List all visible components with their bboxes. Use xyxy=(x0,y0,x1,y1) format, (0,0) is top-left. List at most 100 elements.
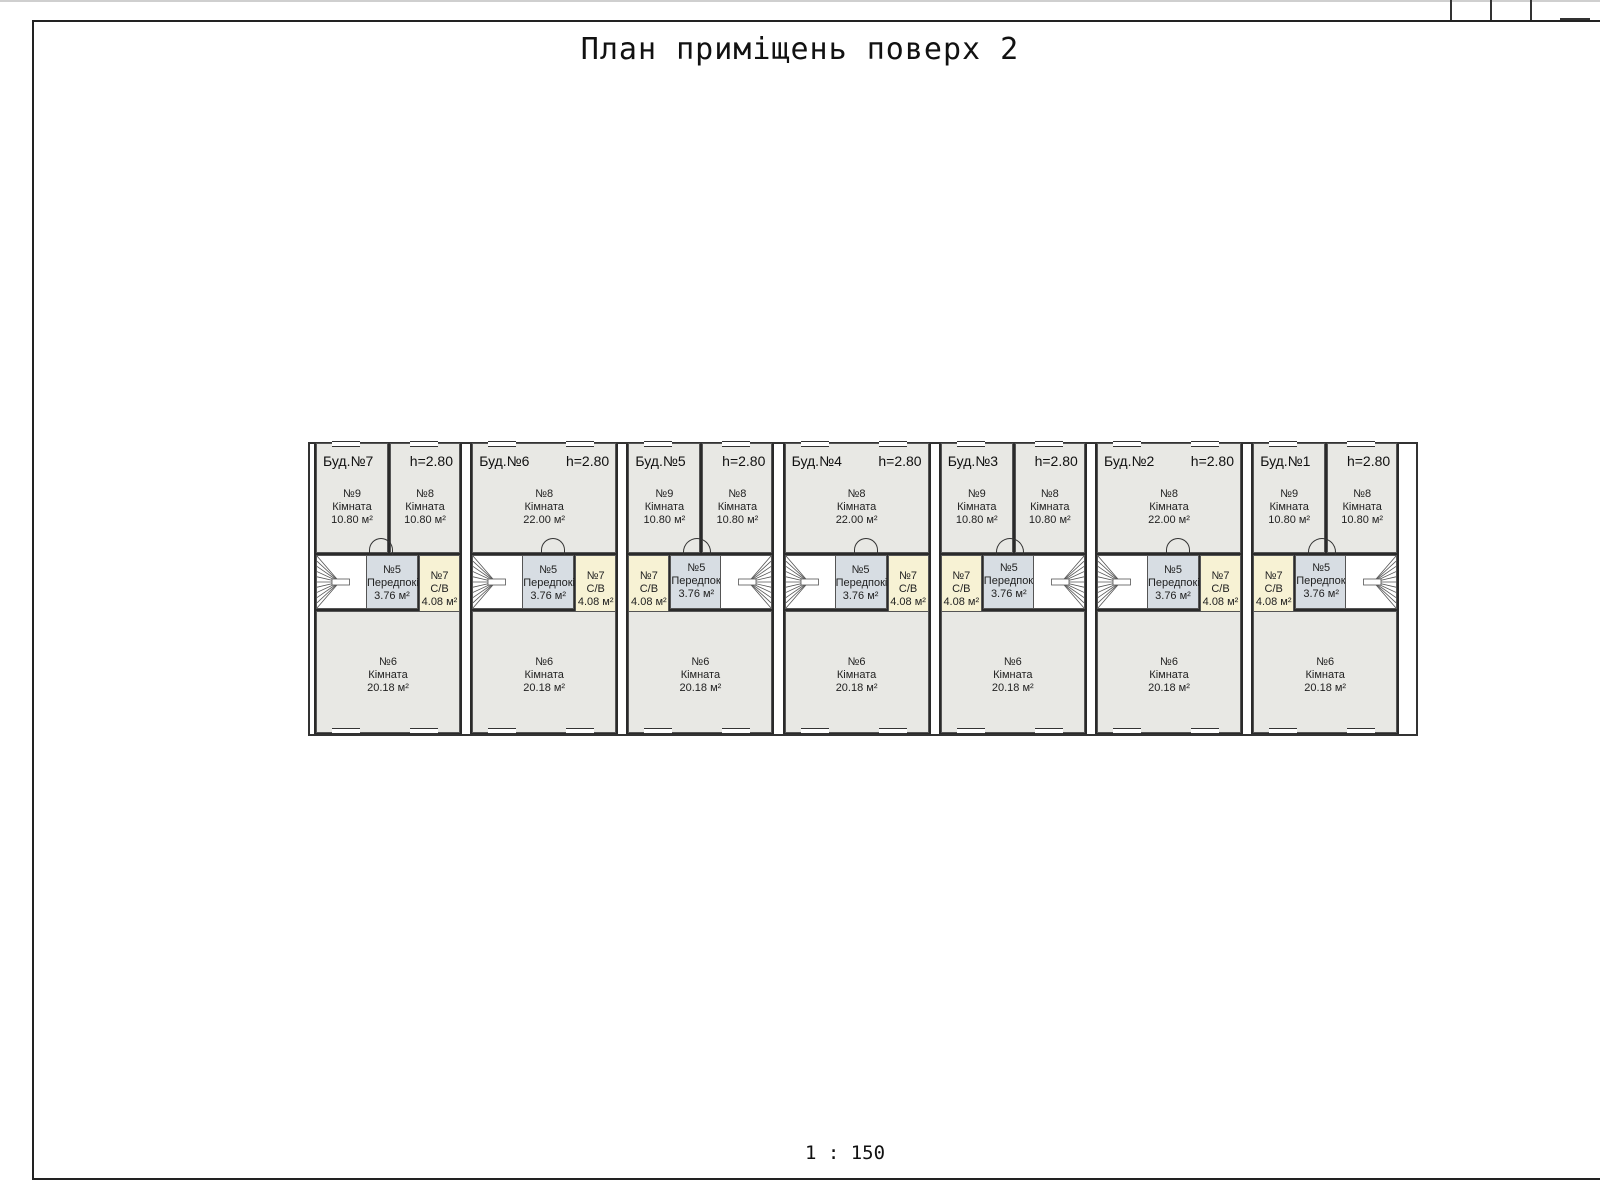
window xyxy=(722,728,751,734)
room-label-area: 3.76 м² xyxy=(990,588,1027,600)
window xyxy=(1034,728,1063,734)
staircase xyxy=(785,556,819,608)
room-label-name: Кімната xyxy=(405,501,445,513)
ceiling-height: h=2.80 xyxy=(722,453,766,469)
room-label-area: 20.18 м² xyxy=(523,682,566,694)
room-label-num: №5 xyxy=(1312,562,1331,574)
room-label-num: №7 xyxy=(899,570,918,582)
ceiling-height: h=2.80 xyxy=(409,453,453,469)
room-label-name: Кімната xyxy=(1149,669,1189,681)
plan-title: План приміщень поверх 2 xyxy=(580,32,1020,67)
room-label-area: 4.08 м² xyxy=(943,596,980,608)
ceiling-height: h=2.80 xyxy=(1034,453,1078,469)
room-label-area: 10.80 м² xyxy=(404,514,446,526)
window xyxy=(1113,728,1141,734)
scale-label: 1 : 150 xyxy=(804,1142,886,1164)
room-label-area: 10.80 м² xyxy=(1341,514,1384,526)
room-label-area: 22.00 м² xyxy=(523,514,566,526)
staircase xyxy=(1363,556,1397,608)
room-label-name: Кімната xyxy=(332,501,372,513)
door-swing xyxy=(369,538,393,555)
building-name: Буд.№6 xyxy=(479,453,530,469)
room-label-num: №5 xyxy=(1164,564,1182,576)
room-label-num: №6 xyxy=(1160,656,1178,668)
window xyxy=(878,728,907,734)
room-label-name: С/В xyxy=(430,583,449,595)
room-label-num: №7 xyxy=(430,570,449,582)
room-label-area: 10.80 м² xyxy=(1028,514,1071,526)
room-label-name: С/В xyxy=(586,583,605,595)
window xyxy=(488,441,517,447)
room-label-num: №8 xyxy=(847,488,866,500)
room-label-name: Кімната xyxy=(1269,501,1309,513)
building-name: Буд.№5 xyxy=(635,453,686,469)
room-label-name: Передпокій xyxy=(1148,577,1206,589)
room-label-num: №5 xyxy=(383,564,401,576)
room-label-area: 10.80 м² xyxy=(643,514,686,526)
drawing-frame xyxy=(32,20,1600,1180)
room-label-num: №5 xyxy=(687,562,706,574)
room-label-name: Кімната xyxy=(524,501,564,513)
staircase xyxy=(1098,556,1131,608)
room-label-name: С/В xyxy=(898,583,918,595)
room-label-area: 20.18 м² xyxy=(367,682,409,694)
window xyxy=(1347,728,1376,734)
room-label-num: №9 xyxy=(343,488,361,500)
window xyxy=(956,441,985,447)
room-label-area: 10.80 м² xyxy=(331,514,373,526)
room-label-area: 10.80 м² xyxy=(1268,514,1311,526)
room-label-name: Кімната xyxy=(957,501,997,513)
window xyxy=(1269,728,1298,734)
room-label-num: №6 xyxy=(847,656,866,668)
room-label-area: 4.08 м² xyxy=(890,596,926,608)
staircase xyxy=(738,556,772,608)
building-name: Буд.№7 xyxy=(323,453,374,469)
room-label-name: С/В xyxy=(1264,583,1283,595)
window xyxy=(410,728,438,734)
window xyxy=(800,728,829,734)
building-name: Буд.№4 xyxy=(791,453,842,469)
room-label-name: Кімната xyxy=(1305,669,1345,681)
room-label-name: Передпокій xyxy=(367,577,425,589)
room-label-area: 20.18 м² xyxy=(1148,682,1190,694)
window xyxy=(332,728,360,734)
ceiling-height: h=2.80 xyxy=(878,453,922,469)
room-label-num: №8 xyxy=(728,488,747,500)
window xyxy=(1191,728,1219,734)
window xyxy=(332,441,360,447)
room-label-num: №8 xyxy=(535,488,554,500)
room-label-num: №6 xyxy=(691,656,710,668)
window xyxy=(566,441,595,447)
room-label-name: Передпокій xyxy=(523,577,582,589)
door-swing xyxy=(541,538,566,555)
room-label-name: Кімната xyxy=(993,669,1033,681)
ceiling-height: h=2.80 xyxy=(565,453,610,469)
room-label-num: №7 xyxy=(952,570,971,582)
room-label-num: №7 xyxy=(1211,570,1230,582)
room-label-area: 3.76 м² xyxy=(530,590,567,602)
room-label-num: №7 xyxy=(639,570,658,582)
room-label-name: Кімната xyxy=(836,501,877,513)
